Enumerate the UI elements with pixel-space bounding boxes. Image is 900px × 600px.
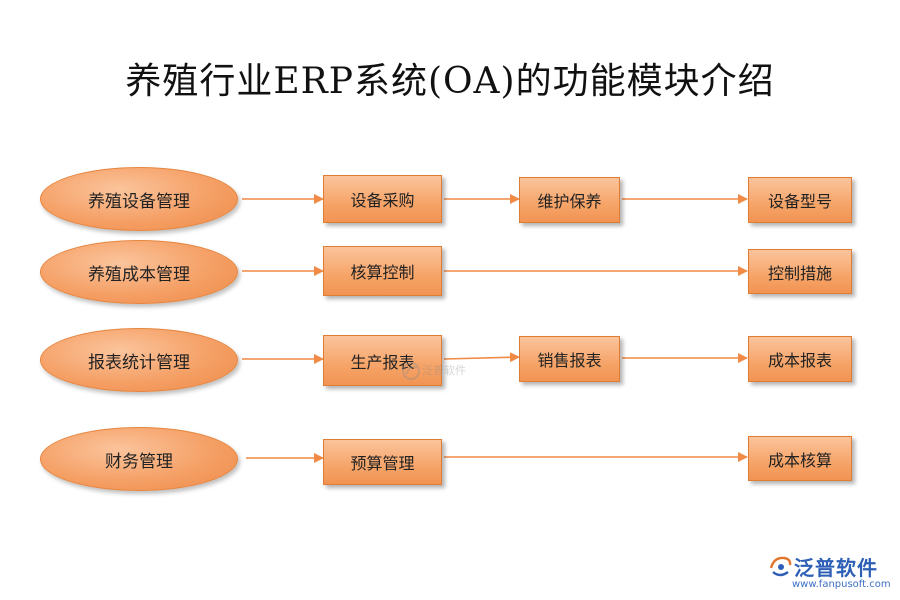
fanpu-logo-icon [402,362,420,380]
category-label: 养殖设备管理 [88,191,190,212]
node-label: 预算管理 [350,454,415,473]
node-box: 核算控制 [323,246,442,296]
node-box: 销售报表 [519,336,620,382]
logo-url: www.fanpusoft.com [792,579,891,590]
node-box: 控制措施 [748,249,852,294]
node-label: 成本报表 [767,351,832,370]
category-ellipse-cost: 养殖成本管理 [40,240,238,304]
node-box: 维护保养 [519,177,620,223]
category-ellipse-report: 报表统计管理 [40,328,238,392]
node-box: 预算管理 [323,439,442,485]
category-ellipse-finance: 财务管理 [40,427,238,491]
node-box: 成本报表 [748,336,852,382]
node-label: 维护保养 [537,192,602,211]
node-label: 设备采购 [350,191,415,210]
node-label: 生产报表 [350,352,415,372]
watermark-text: 泛普软件 [422,364,466,377]
category-label: 养殖成本管理 [88,264,190,285]
category-ellipse-equipment: 养殖设备管理 [40,167,238,231]
category-label: 报表统计管理 [88,352,190,373]
node-label: 设备型号 [767,192,832,211]
arrow-3-2 [443,352,520,363]
logo-text: 泛普软件 [794,556,878,580]
node-label: 销售报表 [537,351,602,370]
node-label: 核算控制 [350,263,415,282]
node-label: 成本核算 [767,450,832,470]
node-box: 成本核算 [748,436,852,481]
node-box: 生产报表 [323,335,442,386]
node-box: 设备采购 [323,175,442,223]
node-box: 设备型号 [748,177,852,223]
page-title: 养殖行业ERP系统(OA)的功能模块介绍 [125,61,775,102]
brand-logo: 泛普软件 www.fanpusoft.com [768,552,891,590]
fanpu-logo-icon [769,556,792,576]
node-label: 控制措施 [767,263,832,283]
category-label: 财务管理 [105,451,173,472]
watermark: 泛普软件 [400,360,466,382]
